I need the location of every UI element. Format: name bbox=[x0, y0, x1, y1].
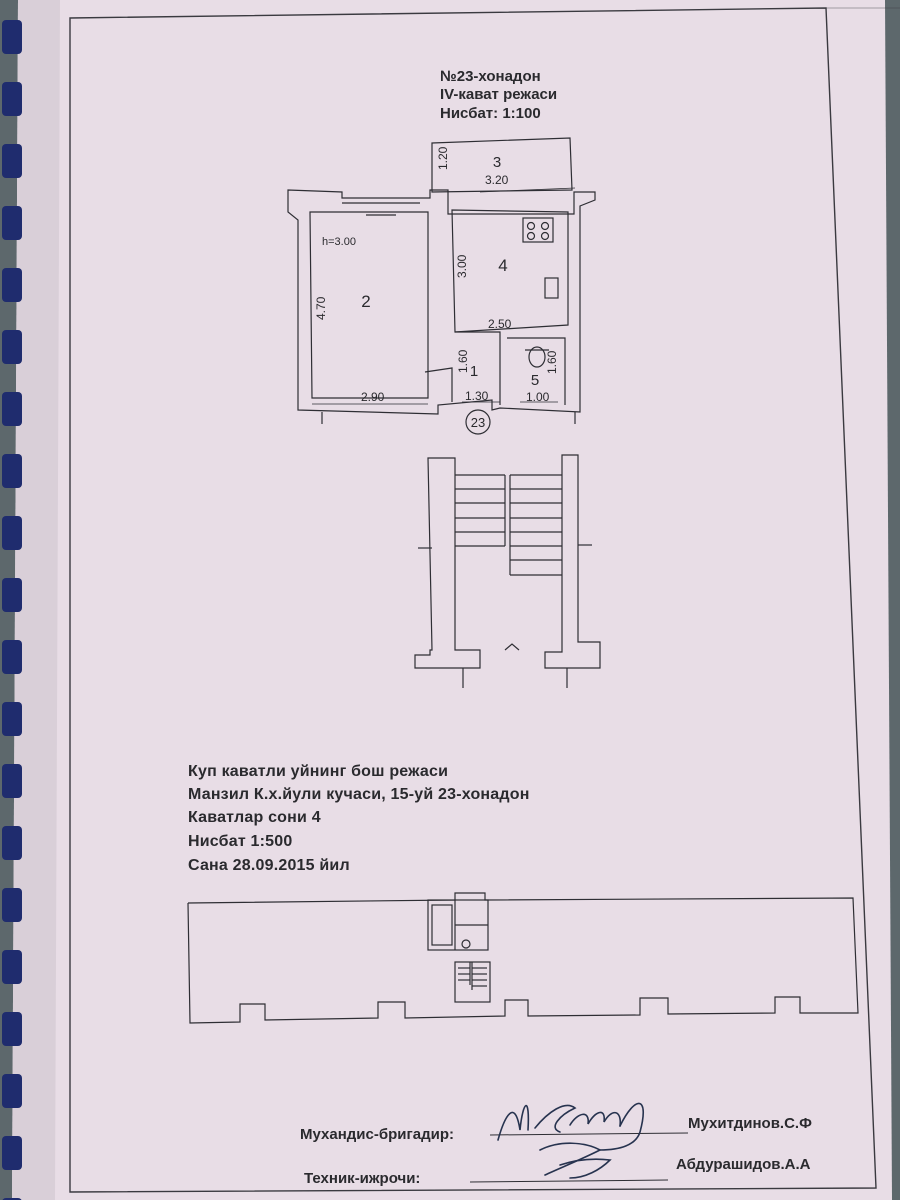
binding-ring bbox=[2, 1136, 22, 1170]
engineer-name: Мухитдинов.С.Ф bbox=[688, 1115, 812, 1132]
room-4-number: 4 bbox=[498, 256, 507, 275]
binding-ring bbox=[2, 640, 22, 674]
binding-ring bbox=[2, 392, 22, 426]
binding-ring bbox=[2, 1012, 22, 1046]
floor-count: Каватлар сони 4 bbox=[188, 809, 321, 826]
engineer-role: Мухандис-бригадир: bbox=[300, 1126, 454, 1143]
binding-ring bbox=[2, 206, 22, 240]
binding-ring bbox=[2, 1074, 22, 1108]
room-1-length: 1.60 bbox=[456, 349, 470, 373]
room-5-number: 5 bbox=[531, 372, 539, 389]
room-1-number: 1 bbox=[470, 363, 478, 380]
binding-ring bbox=[2, 268, 22, 302]
binding-ring bbox=[2, 20, 22, 54]
room-2-length: 4.70 bbox=[314, 296, 328, 320]
binding-ring bbox=[2, 702, 22, 736]
room-4-width: 2.50 bbox=[488, 317, 512, 331]
address-line: Манзил К.х.йули кучаси, 15-уй 23-хонадон bbox=[188, 786, 530, 803]
document-title: Куп каватли уйнинг бош режаси bbox=[188, 763, 449, 780]
binding-ring bbox=[2, 950, 22, 984]
binding-ring bbox=[2, 82, 22, 116]
document-date: Сана 28.09.2015 йил bbox=[188, 857, 350, 874]
binding-ring bbox=[2, 516, 22, 550]
binding-ring bbox=[2, 888, 22, 922]
room-2-number: 2 bbox=[361, 292, 370, 311]
page-frame bbox=[69, 7, 877, 1193]
binding-ring bbox=[2, 578, 22, 612]
room-1-width: 1.30 bbox=[465, 389, 489, 403]
technician-name: Абдурашидов.А.А bbox=[676, 1156, 811, 1173]
spiral-binding bbox=[2, 20, 22, 1200]
binding-ring bbox=[2, 144, 22, 178]
site-scale: Нисбат 1:500 bbox=[188, 833, 293, 850]
room-2-width: 2.90 bbox=[361, 390, 385, 404]
ceiling-height: h=3.00 bbox=[322, 236, 356, 248]
room-3-width: 3.20 bbox=[485, 173, 509, 187]
apartment-title: №23-хонадон bbox=[440, 68, 541, 85]
entrance-number: 23 bbox=[471, 415, 485, 430]
room-4-length: 3.00 bbox=[455, 254, 469, 278]
room-3-number: 3 bbox=[493, 154, 501, 171]
entrance-marker bbox=[465, 409, 491, 435]
binding-ring bbox=[2, 764, 22, 798]
room-5-width: 1.00 bbox=[526, 390, 550, 404]
room-5-length: 1.60 bbox=[545, 350, 559, 374]
binding-ring bbox=[2, 826, 22, 860]
handwritten-signature bbox=[497, 1102, 644, 1179]
binding-ring bbox=[2, 330, 22, 364]
floor-plan-title: IV-кават режаси bbox=[440, 86, 558, 103]
technician-role: Техник-ижрочи: bbox=[304, 1170, 421, 1187]
plan-scale: Нисбат: 1:100 bbox=[440, 105, 541, 122]
room-3-depth: 1.20 bbox=[436, 146, 450, 170]
binding-ring bbox=[2, 454, 22, 488]
